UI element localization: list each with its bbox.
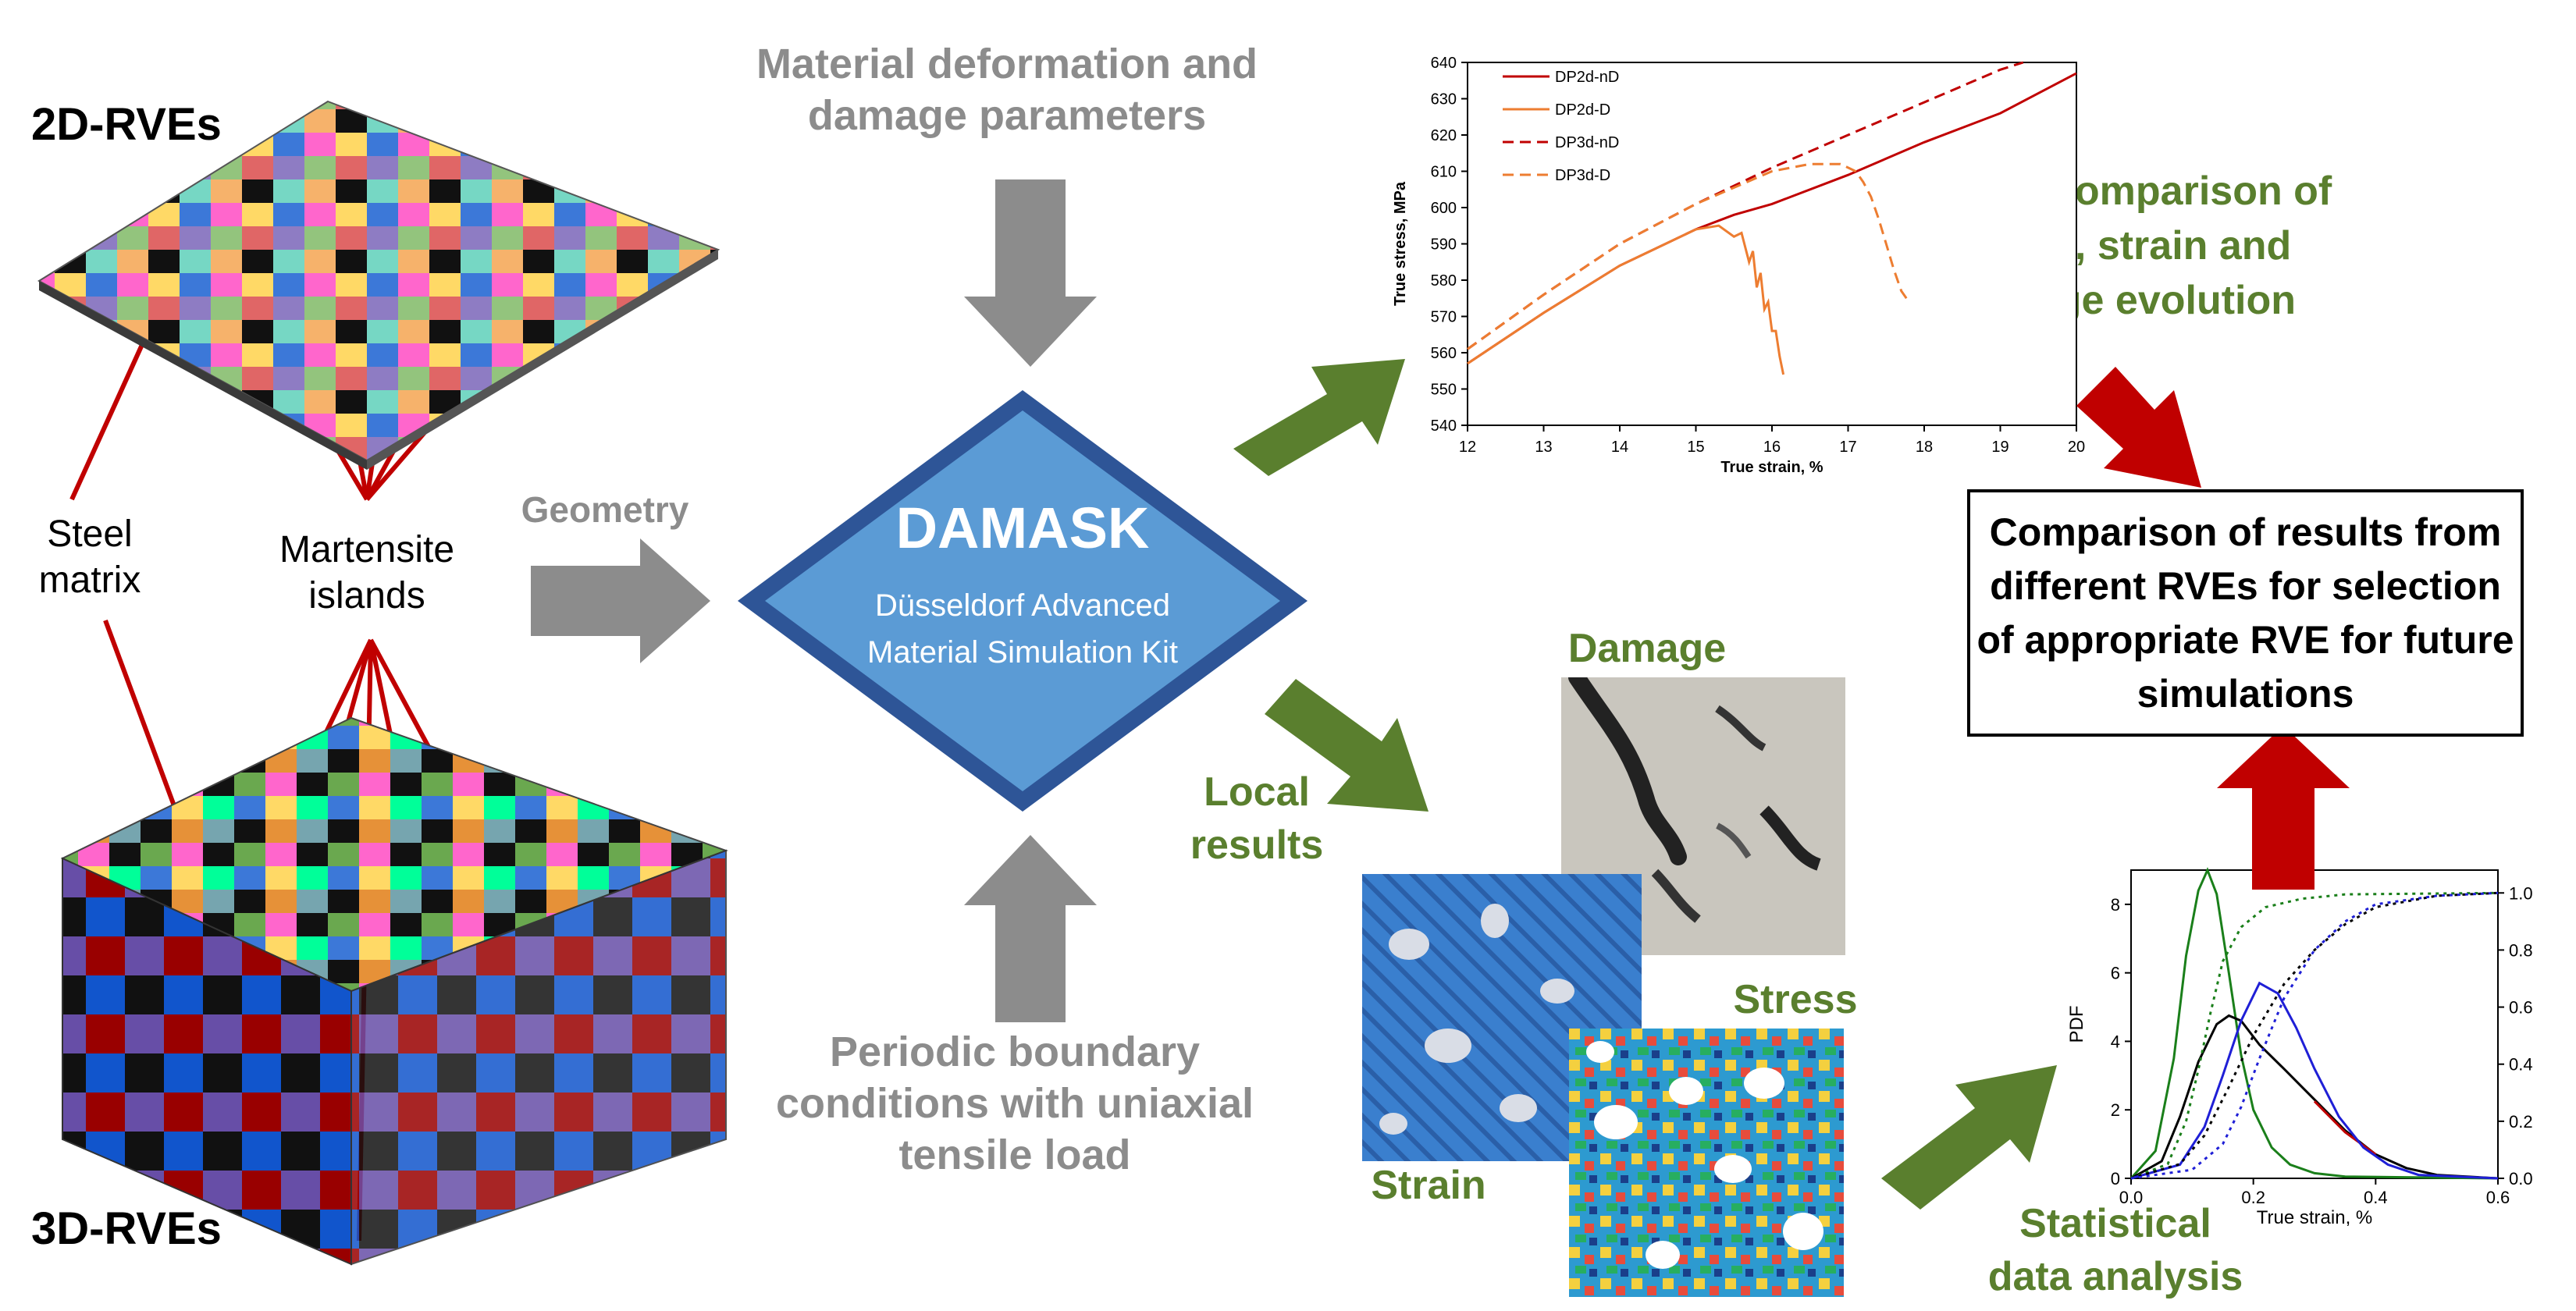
x-tick-label: 20 [2068,439,2085,456]
x-tick-label: 18 [1916,439,1933,456]
y-tick-label: 630 [1431,91,1457,108]
distribution-line-1 [2130,1014,2499,1180]
distribution-line-0 [2129,867,2499,1180]
x-tick-label: 0.2 [2241,1188,2265,1207]
x-tick-label: 16 [1763,439,1781,456]
y-tick-label: 8 [2111,895,2120,915]
green-arrow-to-local [1265,679,1429,812]
y-tick-label: 6 [2111,964,2120,983]
steel-matrix-label: Steel matrix [38,513,141,601]
distribution-line-2 [2313,1100,2377,1156]
y2-tick-label: 0.8 [2509,940,2533,960]
local-results-label: Local results [1190,769,1324,868]
x-tick-label: 0.6 [2486,1188,2510,1207]
martensite-islands-label: Martensite islands [279,529,455,616]
comparison-result-text: Comparison of results from different RVE… [1976,510,2514,716]
damask-subtitle: Düsseldorf Advanced Material Simulation … [867,588,1178,670]
y-tick-label: 560 [1431,345,1457,362]
y-tick-label: 620 [1431,127,1457,144]
x-tick-label: 15 [1687,439,1704,456]
comparison-result-box: Comparison of results from different RVE… [1967,489,2524,737]
legend-label: DP2d-D [1555,101,1610,119]
y2-tick-label: 0.2 [2509,1112,2533,1132]
material-params-arrow [964,179,1097,367]
y-tick-label: 2 [2111,1100,2120,1120]
y2-tick-label: 1.0 [2509,883,2533,903]
red-arrow-to-result [2076,367,2201,488]
x-tick-label: 0.4 [2364,1188,2388,1207]
x-tick-label: 0.0 [2119,1188,2144,1207]
legend-label: DP3d-nD [1555,134,1619,151]
rve-2d-slab [37,100,720,470]
material-params-label: Material deformation and damage paramete… [756,41,1258,139]
y-tick-label: 600 [1431,200,1457,217]
statistical-label: Statistical data analysis [1987,1201,2243,1299]
y2-tick-label: 0.4 [2509,1055,2533,1075]
x-tick-label: 13 [1535,439,1552,456]
y2-axis-label: CDF [2549,1005,2553,1043]
y-tick-label: 610 [1431,164,1457,181]
y-tick-label: 580 [1431,272,1457,290]
series-line-DP3d-D [1467,162,1910,350]
geometry-arrow [531,538,710,663]
legend-label: DP2d-nD [1555,69,1619,86]
green-arrow-to-stats [1881,1065,2057,1210]
damask-diamond [738,390,1308,812]
boundary-conditions-arrow [964,835,1097,1022]
boundary-conditions-label: Periodic boundary conditions with uniaxi… [775,1029,1254,1178]
x-tick-label: 12 [1459,439,1476,456]
geometry-label: Geometry [521,489,689,530]
x-axis-label: True strain, % [2257,1207,2373,1228]
green-arrow-to-chart [1233,359,1405,476]
x-axis-label: True strain, % [1720,459,1823,476]
y-tick-label: 540 [1431,417,1457,435]
rve-3d-label: 3D-RVEs [31,1203,222,1254]
rve-2d-label: 2D-RVEs [31,99,222,150]
stress-strain-chart: 12 13 14 15 16 17 18 19 20 540 550 560 570 580 590 600 6… [1392,55,2085,476]
y-axis-label: True stress, MPa [1392,181,1409,306]
distribution-line-3 [2130,981,2499,1180]
distribution-line-5 [2130,891,2499,1180]
y2-tick-label: 0.6 [2509,998,2533,1018]
y-tick-label: 570 [1431,309,1457,326]
y-tick-label: 0 [2111,1169,2120,1188]
pdf-cdf-chart: 0.0 0.2 0.4 0.6 0 2 4 6 8 0.0 0.2 0.4 0.6 0.8 1.0True … [2066,867,2553,1228]
rve-3d-cube [60,716,728,1266]
y-tick-label: 4 [2111,1032,2120,1051]
red-arrow-up [2217,726,2350,890]
y-tick-label: 550 [1431,382,1457,399]
x-tick-label: 19 [1991,439,2008,456]
damage-label: Damage [1567,626,1727,671]
x-tick-label: 14 [1611,439,1628,456]
y2-tick-label: 0.0 [2509,1169,2533,1188]
damask-title: DAMASK [895,496,1150,560]
series-line-DP2d-D [1467,224,1785,375]
x-tick-label: 17 [1839,439,1856,456]
distribution-line-4 [2130,891,2499,1180]
y-tick-label: 590 [1431,236,1457,254]
y-tick-label: 640 [1431,55,1457,72]
y-axis-label: PDF [2066,1006,2087,1043]
stress-label: Stress [1733,977,1858,1022]
legend-label: DP3d-D [1555,167,1610,184]
distribution-line-6 [2130,891,2499,1180]
strain-label: Strain [1371,1163,1486,1208]
stress-map [1569,1029,1844,1297]
pdf-plot-area [2130,869,2499,1179]
